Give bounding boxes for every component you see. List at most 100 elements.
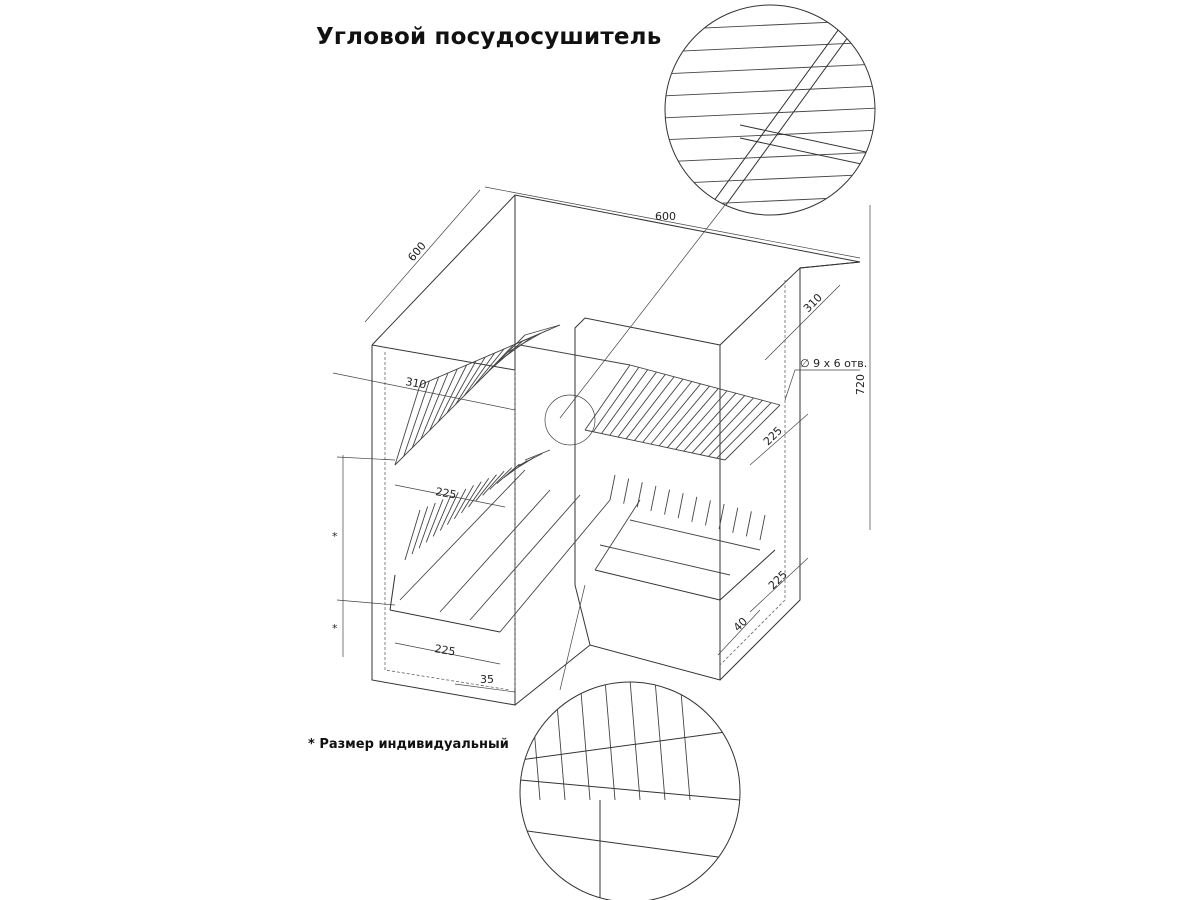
hole-note: ∅ 9 x 6 отв. xyxy=(800,357,867,370)
detail-rod xyxy=(739,137,875,169)
detail-frame xyxy=(520,729,740,761)
detail-wire xyxy=(665,173,875,185)
dimension-lines xyxy=(332,186,871,693)
lower-right-plate-wire xyxy=(732,507,739,533)
dim-left-offset: 35 xyxy=(480,673,494,686)
lower-left-plate-wire xyxy=(524,449,551,461)
upper-right-rack-rail xyxy=(584,429,726,461)
upper-rack-joint xyxy=(519,344,631,366)
lower-left-plate-wire xyxy=(482,470,505,496)
upper-right-rack-wire xyxy=(642,381,693,443)
dim-width-top: 600 xyxy=(655,210,676,223)
lower-right-plate-wire xyxy=(664,489,670,515)
detail-circle-top xyxy=(664,4,876,216)
individual-mark-2: * xyxy=(332,622,338,635)
lower-left-plate-wire xyxy=(404,509,421,561)
upper-left-rack-wire xyxy=(437,364,468,422)
upper-right-rack-wire xyxy=(667,388,719,448)
upper-left-rack-wire xyxy=(455,356,486,405)
dish-racks xyxy=(389,324,781,633)
upper-left-rack-wire xyxy=(420,372,449,440)
upper-left-rack-wire xyxy=(472,348,505,388)
lower-right-rack-rail xyxy=(629,519,761,551)
upper-right-rack-wire xyxy=(625,376,675,440)
lower-right-plate-wire xyxy=(609,474,616,501)
detail-wire xyxy=(665,129,875,141)
dim-left-lower-shelf: 225 xyxy=(433,642,456,658)
lower-left-plate-wire xyxy=(475,474,497,502)
upper-left-rack-wire xyxy=(403,380,430,457)
lower-left-plate-wire xyxy=(432,495,452,537)
detail-circle-bottom xyxy=(519,681,741,900)
lower-left-plate-wire xyxy=(496,463,520,484)
upper-right-rack-wire xyxy=(601,369,649,434)
upper-right-rack-wire xyxy=(609,371,657,436)
upper-right-rack-wire xyxy=(716,402,772,459)
lower-right-rack-front xyxy=(594,569,721,601)
detail-wire xyxy=(629,682,641,801)
dim-right-offset: 40 xyxy=(731,615,750,634)
dim-left-upper-depth: 310 xyxy=(404,375,427,391)
upper-right-rack-wire xyxy=(724,404,781,461)
upper-left-rack-wire xyxy=(429,368,458,431)
upper-right-rack-wire xyxy=(683,392,737,452)
detail-wire xyxy=(665,151,875,163)
lower-right-plate-wire xyxy=(650,485,657,511)
lower-right-plate-wire xyxy=(718,504,725,530)
detail-frame xyxy=(699,5,861,215)
lower-right-plate-wire xyxy=(623,478,630,504)
upper-right-rack-wire xyxy=(691,395,746,454)
upper-left-rack-wire xyxy=(524,324,561,336)
lower-right-rack-rail xyxy=(594,499,641,571)
detail-wire xyxy=(579,682,591,801)
lower-left-rack-side xyxy=(389,574,396,611)
lower-left-rack-rail xyxy=(439,489,551,613)
lower-left-plate-wire xyxy=(425,499,444,543)
lower-left-plate-wire xyxy=(446,488,467,525)
lower-left-rack-rail xyxy=(399,469,526,601)
individual-mark-1: * xyxy=(332,530,338,543)
detail-wire xyxy=(665,63,875,75)
dim-height: 720 xyxy=(854,374,867,395)
detail-wire xyxy=(665,107,875,119)
lower-right-rack-rail xyxy=(599,544,731,576)
lower-left-rack-front xyxy=(389,609,501,633)
upper-right-rack-wire xyxy=(584,364,631,431)
detail-wire xyxy=(604,682,616,801)
footnote: * Размер индивидуальный xyxy=(308,737,509,752)
lower-right-plate-wire xyxy=(745,511,752,537)
lower-left-plate-wire xyxy=(468,477,490,508)
dim-depth-left: 600 xyxy=(405,239,428,263)
lower-right-plate-wire xyxy=(677,493,684,519)
upper-right-rack-wire xyxy=(617,374,666,438)
detail-wire xyxy=(679,682,691,801)
lower-left-plate-wire xyxy=(489,467,513,490)
upper-left-rack-wire xyxy=(463,352,496,396)
detail-rod xyxy=(520,829,740,861)
lower-left-plate-wire xyxy=(517,453,543,467)
upper-left-rack-wire xyxy=(394,384,421,466)
lower-right-plate-wire xyxy=(759,514,766,541)
upper-right-rack-wire xyxy=(708,399,763,457)
upper-right-rack-wire xyxy=(675,390,728,450)
upper-right-rack-wire xyxy=(658,385,710,447)
lower-left-plate-wire xyxy=(418,502,436,549)
lower-left-plate-wire xyxy=(439,492,459,531)
upper-right-rack-wire xyxy=(592,367,640,433)
lower-right-plate-wire xyxy=(691,496,698,522)
upper-left-rack-rail xyxy=(419,324,561,386)
detail-wire xyxy=(665,85,875,97)
upper-right-rack-wire xyxy=(650,383,701,445)
detail-wire xyxy=(654,682,666,801)
detail-rod xyxy=(739,124,875,156)
lower-left-rack-rail xyxy=(499,499,611,633)
lower-right-rack-side xyxy=(719,549,776,601)
lower-right-plate-wire xyxy=(705,500,711,526)
dim-right-lower-shelf: 225 xyxy=(766,568,790,592)
diagram-title: Угловой посудосушитель xyxy=(316,24,662,50)
detail-marker-top xyxy=(544,394,596,446)
upper-right-rack-wire xyxy=(634,378,684,441)
lower-left-rack-rail xyxy=(469,494,581,621)
dim-right-upper-depth: 310 xyxy=(801,291,825,315)
